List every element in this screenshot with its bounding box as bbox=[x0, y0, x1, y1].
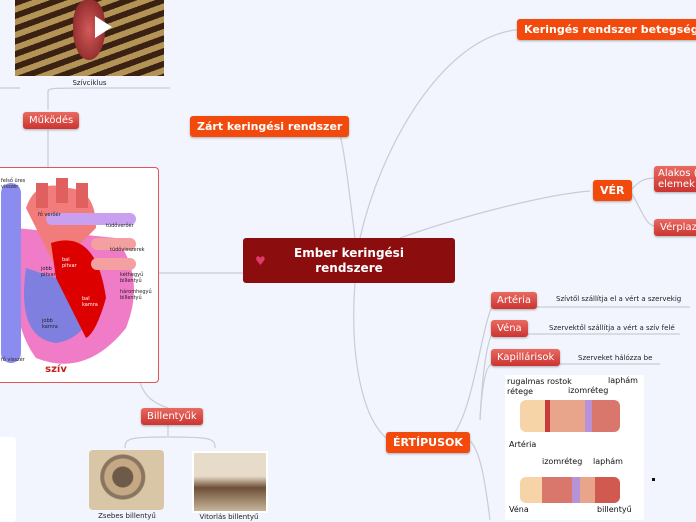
label-izomreteg-vena: izomréteg bbox=[542, 457, 583, 466]
topic-betegsegek[interactable]: Keringés rendszer betegségei bbox=[517, 19, 696, 40]
heart-label-haromhegyu-billentyu: háromhegyű billentyű bbox=[120, 289, 152, 301]
note-kapillarisok: Szerveket hálózza be bbox=[578, 354, 653, 362]
central-topic-title: Ember keringési rendszere bbox=[294, 245, 404, 275]
node-mukodes[interactable]: Működés bbox=[23, 112, 80, 129]
label-laphám-arteria: laphám bbox=[608, 376, 638, 385]
vessel-diagram-image[interactable]: rugalmas rostok rétege izomréteg laphám … bbox=[505, 375, 644, 520]
topic-ver[interactable]: VÉR bbox=[593, 180, 632, 201]
partial-card bbox=[0, 437, 16, 522]
heart-label-tudovisszerek: tüdővisszerek bbox=[110, 247, 145, 253]
node-alakos-elemek[interactable]: Alakos ( elemek bbox=[654, 166, 696, 192]
heart-label-felso-ures-visszer: felső üres visszér bbox=[1, 178, 26, 190]
node-kapillarisok[interactable]: Kapillárisok bbox=[491, 349, 561, 366]
label-vena: Véna bbox=[509, 505, 529, 514]
topic-zart-keringes[interactable]: Zárt keringési rendszer bbox=[190, 116, 350, 137]
heart-label-bal-pitvar: bal pitvar bbox=[62, 257, 77, 269]
label-izomreteg-arteria: izomréteg bbox=[568, 386, 609, 395]
video-thumbnail-szivciklus[interactable] bbox=[15, 0, 164, 76]
node-verplazma[interactable]: Vérplazm bbox=[654, 219, 696, 236]
node-vena[interactable]: Véna bbox=[491, 320, 528, 337]
note-vena: Szervektől szállítja a vért a szív felé bbox=[549, 324, 675, 332]
play-icon[interactable] bbox=[95, 16, 112, 38]
label-laphám-vena: laphám bbox=[593, 457, 623, 466]
label-billentyu: billentyű bbox=[597, 505, 632, 514]
node-billentyuk[interactable]: Billentyűk bbox=[141, 408, 203, 425]
heart-label-fo-veroer: fő verőér bbox=[38, 212, 61, 218]
valve-image-zsebes[interactable] bbox=[89, 450, 164, 510]
valve-image-vitorlas[interactable] bbox=[192, 451, 268, 513]
heart-label-jobb-kamra: jobb kamra bbox=[42, 318, 58, 330]
video-caption: Szívciklus bbox=[72, 79, 107, 87]
heart-icon: ♥ bbox=[255, 254, 266, 268]
valve-caption-zsebes: Zsebes billentyű bbox=[98, 512, 156, 520]
node-arteria[interactable]: Artéria bbox=[491, 292, 538, 309]
vein-tube bbox=[520, 477, 620, 503]
heart-label-kethegyu-billentyu: kéthegyű billentyű bbox=[120, 272, 144, 284]
heart-diagram-image bbox=[1, 178, 136, 364]
dot-marker bbox=[652, 478, 655, 481]
heart-diagram-card[interactable]: felső üres visszér fő verőér tüdőverőér … bbox=[0, 167, 159, 383]
heart-label-jobb-pitvar: jobb pitvar bbox=[41, 266, 56, 278]
label-rugalmas-rostok: rugalmas rostok rétege bbox=[507, 377, 572, 396]
heart-label-fo-visszer: fő visszér bbox=[1, 357, 25, 363]
artery-tube bbox=[520, 400, 620, 432]
topic-ertipusok[interactable]: ÉRTÍPUSOK bbox=[386, 432, 470, 453]
valve-caption-vitorlas: Vitorlás billentyű bbox=[199, 513, 259, 521]
heart-label-tudoveroer: tüdőverőér bbox=[106, 223, 134, 229]
central-topic[interactable]: ♥ Ember keringési rendszere bbox=[243, 238, 455, 283]
note-arteria: Szívtől szállítja el a vért a szervekig bbox=[556, 295, 682, 303]
heart-caption: szív bbox=[45, 364, 67, 375]
heart-label-bal-kamra: bal kamra bbox=[82, 296, 98, 308]
label-arteria: Artéria bbox=[509, 440, 537, 449]
